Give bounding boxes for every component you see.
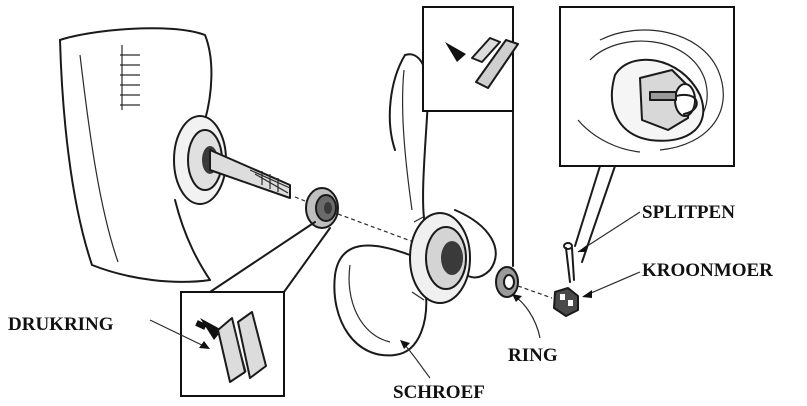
cotter-pin: [563, 242, 575, 283]
cooling-vent: [120, 45, 140, 110]
propeller-shaft: [209, 149, 291, 199]
drukring-detail: [180, 221, 331, 397]
label-splitpen: SPLITPEN: [642, 202, 735, 223]
label-ring: RING: [508, 345, 558, 366]
label-schroef: SCHROEF: [393, 382, 485, 403]
splitpen-detail: [559, 6, 735, 263]
ring-detail: [422, 6, 519, 267]
propeller: [333, 53, 497, 357]
leader-lines: [149, 211, 641, 379]
gear-case: [59, 27, 227, 283]
thrust-washer: [305, 187, 339, 229]
label-kroonmoer: KROONMOER: [642, 260, 773, 281]
castle-nut: [553, 287, 579, 317]
washer: [495, 266, 519, 298]
label-drukring: DRUKRING: [8, 314, 114, 335]
